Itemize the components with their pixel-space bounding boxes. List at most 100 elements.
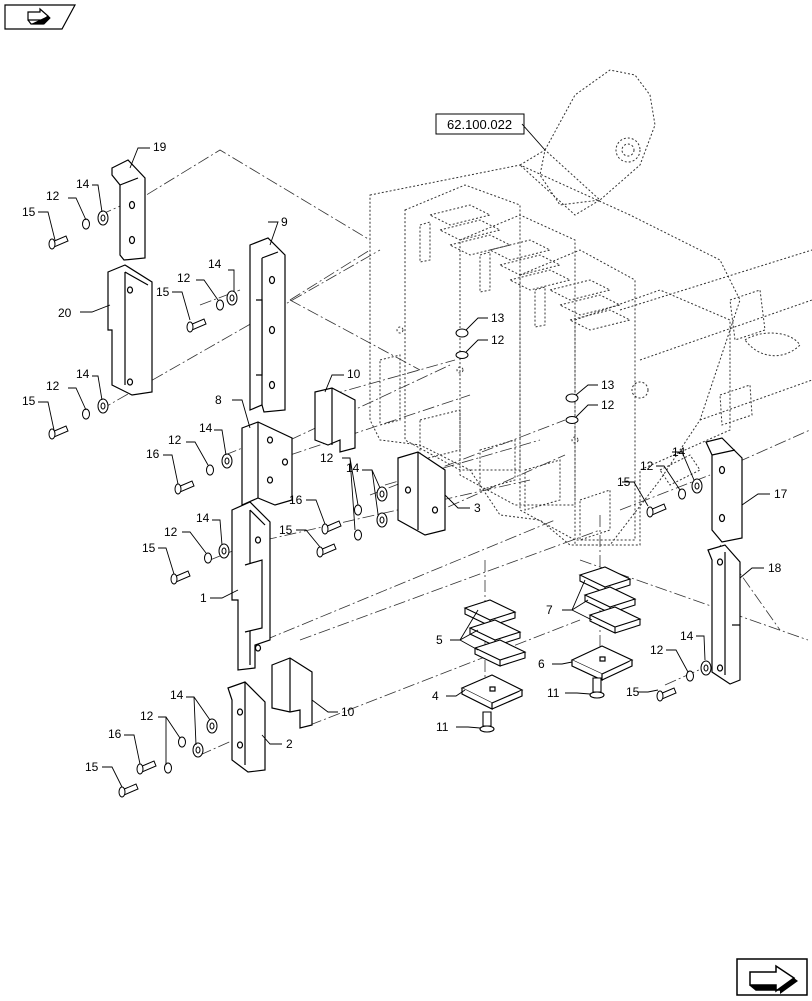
bolt-15-h (656, 687, 677, 702)
callout-20: 20 (58, 306, 72, 320)
callout-14-b: 14 (208, 257, 222, 271)
callout-13-b: 13 (601, 378, 615, 392)
part-4-plate (460, 674, 524, 710)
previous-page-icon[interactable] (4, 4, 77, 30)
callout-14-a: 14 (76, 177, 90, 191)
reference-box-62-100-022[interactable]: 62.100.022 (435, 113, 546, 151)
bolt-15-c (48, 425, 69, 440)
washer-14-g2 (192, 742, 204, 758)
washer-14-b (226, 290, 238, 306)
callout-15-h: 15 (626, 685, 640, 699)
washer-14-a (97, 210, 109, 226)
bolt-15-g (646, 503, 667, 518)
callout-13-a: 13 (491, 311, 505, 325)
washer-12-f (204, 552, 212, 564)
callout-3: 3 (474, 501, 481, 515)
next-page-icon[interactable] (736, 958, 808, 996)
callout-8: 8 (215, 393, 222, 407)
part-5-shim-stack-left (463, 599, 527, 667)
part-1-bracket (231, 501, 271, 671)
part-6-plate (570, 645, 634, 681)
callout-12-a: 12 (46, 189, 60, 203)
part-10-upper-plate (314, 387, 356, 453)
callout-14-d: 14 (199, 421, 213, 435)
callout-12-c: 12 (46, 379, 60, 393)
part-10-lower-plate (271, 657, 313, 729)
callout-12-g: 12 (140, 709, 154, 723)
part-11-bolt-right (589, 677, 605, 699)
nut-13-a (455, 328, 469, 338)
washer-12-g2 (164, 762, 172, 774)
main-frame-assembly (369, 69, 812, 546)
part-20-bracket (107, 264, 153, 396)
washer-12-h (455, 351, 469, 359)
bolt-15-e (170, 570, 191, 585)
part-11-bolt-left (479, 711, 495, 733)
callout-14-j: 14 (672, 445, 686, 459)
callout-10-lower: 10 (341, 705, 355, 719)
callout-12-f: 12 (164, 525, 178, 539)
washer-12-k (686, 670, 694, 682)
part-17-plate (705, 437, 743, 543)
washer-12-i (565, 416, 579, 424)
callout-14-e: 14 (346, 461, 360, 475)
washer-12-e2 (354, 529, 362, 541)
washer-12-a (82, 218, 90, 230)
part-7-shim-stack-right (578, 566, 642, 634)
callout-16-b: 16 (289, 493, 303, 507)
callout-15-a: 15 (22, 205, 36, 219)
callout-15-g: 15 (617, 475, 631, 489)
callout-9: 9 (281, 215, 288, 229)
callout-4: 4 (432, 689, 439, 703)
callout-6: 6 (538, 657, 545, 671)
callout-14-g: 14 (170, 688, 184, 702)
callout-12-d: 12 (168, 433, 182, 447)
part-19-plate (111, 159, 146, 261)
callout-labels: 19 9 20 10 8 15 12 14 15 12 14 15 12 14 … (22, 140, 788, 774)
washer-14-c (97, 398, 109, 414)
washer-12-e1 (354, 504, 362, 516)
washer-12-j (678, 488, 686, 500)
callout-10-upper: 10 (347, 367, 361, 381)
callout-12-h: 12 (491, 333, 505, 347)
callout-15-e: 15 (142, 541, 156, 555)
part-3-plate (397, 451, 446, 536)
washer-14-e2 (376, 512, 388, 528)
callout-18: 18 (768, 561, 782, 575)
callout-14-c: 14 (76, 367, 90, 381)
washer-12-d (206, 464, 214, 476)
washer-14-e1 (376, 486, 388, 502)
callout-19: 19 (153, 140, 167, 154)
washer-12-g1 (178, 736, 186, 748)
part-2-plate (227, 681, 266, 773)
part-8-plate (241, 421, 293, 506)
callout-11-left: 11 (436, 720, 449, 734)
reference-box-label: 62.100.022 (447, 117, 512, 132)
washer-14-g1 (206, 718, 218, 734)
callout-12-i: 12 (601, 398, 615, 412)
bolt-15-d (316, 543, 337, 558)
callout-11-right: 11 (547, 686, 560, 700)
callout-12-j: 12 (640, 459, 654, 473)
washer-14-f (218, 543, 230, 559)
washer-12-c (82, 408, 90, 420)
washer-12-b (216, 299, 224, 311)
washer-14-k (700, 660, 712, 676)
callout-7: 7 (546, 603, 553, 617)
callout-16-c: 16 (108, 727, 122, 741)
washer-14-d (221, 453, 233, 469)
callout-15-c: 15 (22, 394, 36, 408)
part-18-bracket (707, 544, 741, 685)
bolt-15-a (48, 235, 69, 250)
callout-15-f: 15 (85, 760, 99, 774)
callout-15-b: 15 (156, 285, 170, 299)
leader-lines (38, 147, 770, 788)
callout-2: 2 (286, 737, 293, 751)
callout-12-k: 12 (650, 643, 664, 657)
washer-14-j (691, 478, 703, 494)
callout-16-a: 16 (146, 447, 160, 461)
nut-13-b (565, 393, 579, 403)
callout-14-k: 14 (680, 629, 694, 643)
callout-17: 17 (774, 487, 788, 501)
